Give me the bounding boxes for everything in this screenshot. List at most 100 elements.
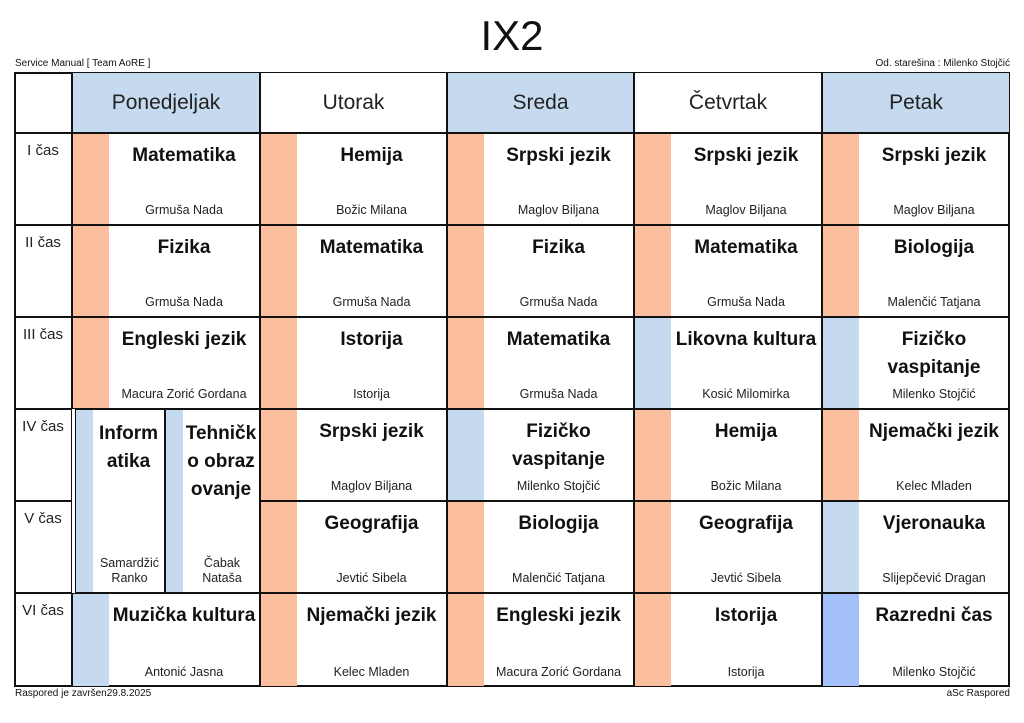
lesson-subject: Biologija	[518, 513, 599, 534]
footer-right: aSc Raspored	[946, 688, 1010, 699]
lesson-subject: Geografija	[699, 513, 793, 534]
lesson-subject: Inform atika	[98, 423, 159, 472]
lesson-subject: Fizika	[532, 237, 585, 258]
lesson-teacher: Antonić Jasna	[144, 665, 224, 679]
lesson-subject: Fizičko vaspitanje	[512, 421, 605, 470]
lesson-subject: Srpski jezik	[506, 145, 611, 166]
lesson-color-stripe	[823, 502, 859, 592]
lesson-subject: Engleski jezik	[121, 329, 247, 350]
lesson-teacher: Božic Milana	[336, 203, 407, 217]
lesson-teacher: Kelec Mladen	[333, 665, 410, 679]
period-label: IV čas	[14, 409, 72, 501]
lesson-color-stripe	[448, 594, 484, 686]
lesson-teacher: Milenko Stojčić	[892, 387, 976, 401]
lesson-teacher: Kosić Milomirka	[702, 387, 790, 401]
lesson-subject: Srpski jezik	[693, 145, 799, 166]
lesson-teacher: Grmuša Nada	[707, 295, 785, 309]
period-label: II čas	[14, 225, 72, 317]
lesson-teacher: Istorija	[727, 665, 765, 679]
lesson-subject: Matematika	[319, 237, 424, 258]
lesson-color-stripe	[635, 502, 671, 592]
header-right: Od. starešina : Milenko Stojčić	[875, 58, 1011, 69]
lesson-subject: Razredni čas	[875, 605, 993, 626]
lesson-teacher: Macura Zorić Gordana	[495, 665, 622, 679]
lesson-subject: Fizika	[157, 237, 211, 258]
lesson-color-stripe	[448, 410, 484, 500]
lesson-color-stripe	[635, 134, 671, 224]
lesson-teacher: Čabak Nataša	[202, 556, 242, 585]
lesson-subject: Fizičko vaspitanje	[887, 329, 981, 378]
lesson-teacher: Grmuša Nada	[519, 387, 598, 401]
lesson-color-stripe	[448, 134, 484, 224]
lesson-subject: Hemija	[714, 421, 778, 442]
period-label: VI čas	[14, 593, 72, 687]
lesson-subject: Njemački jezik	[306, 605, 437, 626]
lesson-color-stripe	[635, 594, 671, 686]
lesson-subject: Vjeronauka	[882, 513, 986, 534]
footer-left: Raspored je završen29.8.2025	[15, 688, 152, 699]
lesson-color-stripe	[823, 318, 859, 408]
day-header: Petak	[822, 72, 1010, 133]
lesson-teacher: Kelec Mladen	[896, 479, 972, 493]
lesson-color-stripe	[635, 318, 671, 408]
period-label: III čas	[14, 317, 72, 409]
lesson-teacher: Maglov Biljana	[893, 203, 975, 217]
lesson-teacher: Božic Milana	[710, 479, 782, 493]
lesson-color-stripe	[261, 318, 297, 408]
lesson-color-stripe	[823, 226, 859, 316]
lesson-subject: Njemački jezik	[869, 421, 999, 442]
lesson-teacher: Jevtić Sibela	[710, 571, 782, 585]
lesson-color-stripe	[261, 410, 297, 500]
lesson-color-stripe	[823, 134, 859, 224]
day-header: Ponedjeljak	[72, 72, 260, 133]
lesson-color-stripe	[73, 594, 109, 686]
class-title: IX2	[480, 12, 544, 59]
lesson-color-stripe	[823, 410, 859, 500]
period-label: I čas	[14, 133, 72, 225]
lesson-color-stripe	[261, 594, 297, 686]
lesson-subject: Srpski jezik	[319, 421, 424, 442]
corner-cell	[14, 72, 72, 133]
lesson-teacher: Slijepčević Dragan	[882, 571, 986, 585]
lesson-subject: Matematika	[506, 329, 611, 350]
lesson-teacher: Grmuša Nada	[332, 295, 411, 309]
lesson-color-stripe	[261, 226, 297, 316]
lesson-subject: Engleski jezik	[496, 605, 621, 626]
lesson-teacher: Samardžić Ranko	[99, 556, 160, 585]
day-header: Sreda	[447, 72, 634, 133]
header-left: Service Manual [ Team AoRE ]	[15, 58, 151, 69]
lesson-teacher: Milenko Stojčić	[892, 665, 976, 679]
lesson-color-stripe	[166, 410, 183, 592]
